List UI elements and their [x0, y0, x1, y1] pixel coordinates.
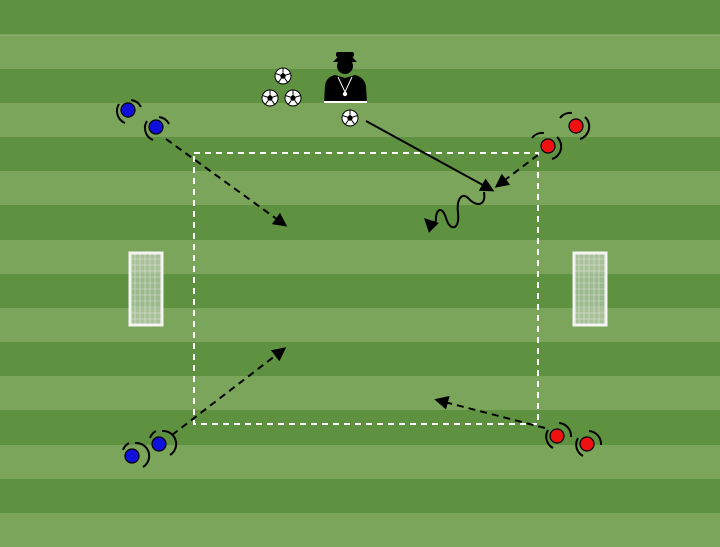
run-arrow	[494, 154, 539, 188]
blue-player	[116, 99, 142, 124]
red-player	[559, 111, 591, 140]
soccer-ball-icon	[274, 67, 292, 85]
coach-icon	[324, 52, 367, 103]
red-player	[545, 422, 573, 449]
goal-left-icon	[128, 251, 164, 327]
run-arrow	[434, 396, 546, 429]
blue-player	[149, 429, 178, 456]
run-arrow	[165, 138, 288, 227]
pass-arrow	[365, 120, 495, 192]
blue-player	[144, 116, 170, 141]
red-player	[575, 430, 603, 457]
blue-player	[122, 441, 151, 468]
dribble-arrow	[424, 191, 486, 233]
red-player	[531, 131, 563, 160]
soccer-ball-icon	[341, 109, 359, 127]
soccer-ball-icon	[284, 89, 302, 107]
soccer-ball-icon	[261, 89, 279, 107]
goal-right-icon	[572, 251, 608, 327]
playing-area	[193, 152, 539, 425]
